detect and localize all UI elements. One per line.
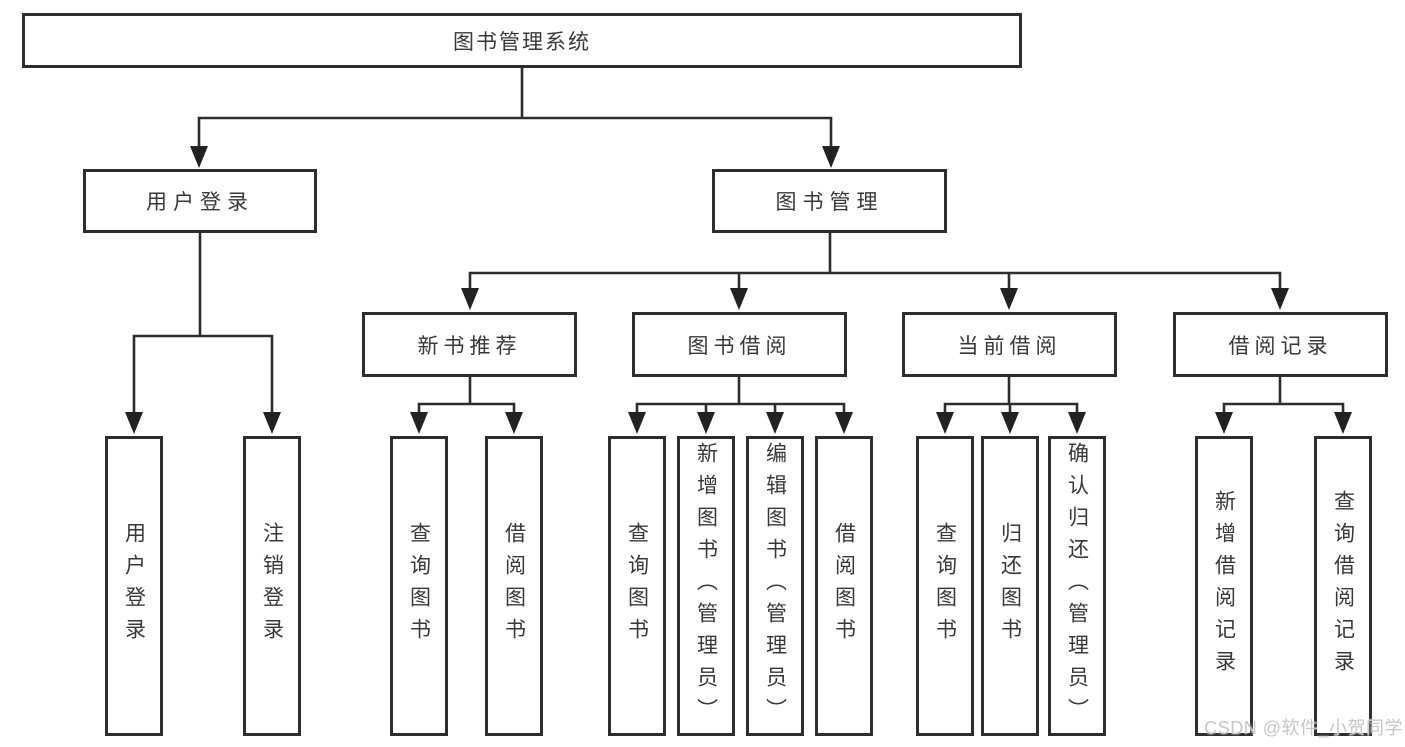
node-book-borrow: 图书借阅 bbox=[632, 312, 847, 377]
node-label: 图书借阅 bbox=[687, 334, 792, 358]
node-label: 图书管理系统 bbox=[453, 30, 591, 54]
leaf-label: 用户登录 bbox=[122, 522, 146, 650]
node-label: 新书推荐 bbox=[417, 334, 522, 358]
leaf-user-login: 用户登录 bbox=[105, 436, 163, 736]
node-current-borrow: 当前借阅 bbox=[902, 312, 1117, 377]
node-new-book-recommend: 新书推荐 bbox=[362, 312, 577, 377]
leaf-current-query-books: 查询图书 bbox=[916, 436, 974, 736]
leaf-label: 确认归还（管理员） bbox=[1065, 442, 1089, 730]
leaf-records-add-record: 新增借阅记录 bbox=[1195, 436, 1253, 736]
node-borrow-records: 借阅记录 bbox=[1173, 312, 1388, 377]
leaf-label: 编辑图书（管理员） bbox=[763, 442, 787, 730]
node-book-management: 图书管理 bbox=[712, 169, 947, 233]
node-label: 借阅记录 bbox=[1228, 334, 1333, 358]
leaf-label: 新增借阅记录 bbox=[1212, 490, 1236, 682]
leaf-label: 借阅图书 bbox=[832, 522, 856, 650]
leaf-newbook-borrow-books: 借阅图书 bbox=[485, 436, 543, 736]
leaf-bookborrow-query-books: 查询图书 bbox=[608, 436, 666, 736]
leaf-label: 查询图书 bbox=[933, 522, 957, 650]
leaf-label: 查询图书 bbox=[407, 522, 431, 650]
leaf-records-query-record: 查询借阅记录 bbox=[1314, 436, 1372, 736]
leaf-label: 注销登录 bbox=[260, 522, 284, 650]
leaf-current-return-books: 归还图书 bbox=[981, 436, 1039, 736]
node-label: 用户登录 bbox=[146, 191, 254, 214]
leaf-newbook-query-books: 查询图书 bbox=[390, 436, 448, 736]
leaf-label: 归还图书 bbox=[998, 522, 1022, 650]
leaf-label: 查询图书 bbox=[625, 522, 649, 650]
leaf-logout: 注销登录 bbox=[243, 436, 301, 736]
csdn-watermark: CSDN @软件_小贺同学 bbox=[1204, 718, 1403, 738]
leaf-bookborrow-edit-books-admin: 编辑图书（管理员） bbox=[746, 436, 804, 736]
node-label: 图书管理 bbox=[775, 191, 884, 214]
node-label: 当前借阅 bbox=[957, 334, 1062, 358]
leaf-bookborrow-borrow-books: 借阅图书 bbox=[815, 436, 873, 736]
leaf-label: 新增图书（管理员） bbox=[694, 442, 718, 730]
leaf-label: 借阅图书 bbox=[502, 522, 526, 650]
node-root: 图书管理系统 bbox=[22, 13, 1022, 68]
leaf-label: 查询借阅记录 bbox=[1331, 490, 1355, 682]
leaf-bookborrow-add-books-admin: 新增图书（管理员） bbox=[677, 436, 735, 736]
leaf-current-confirm-return-admin: 确认归还（管理员） bbox=[1048, 436, 1106, 736]
node-user-login: 用户登录 bbox=[83, 169, 317, 233]
